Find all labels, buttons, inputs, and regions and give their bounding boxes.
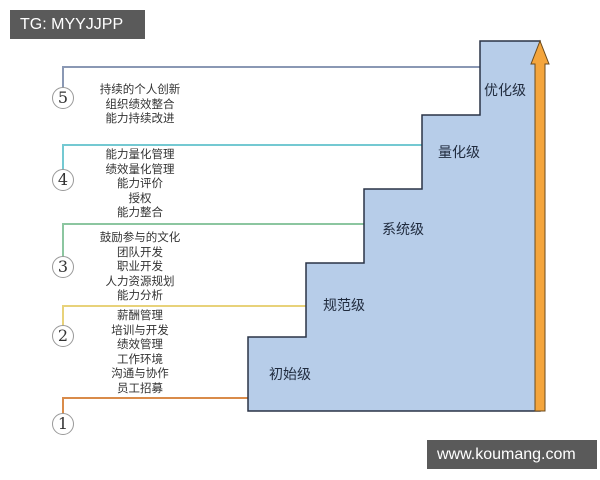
- connector-line-level1: [62, 397, 248, 414]
- list-item: 授权: [128, 190, 152, 205]
- list-item: 职业开发: [117, 259, 163, 273]
- level-label-2: 规范级: [323, 298, 365, 314]
- level5-item-list: 持续的个人创新 组织绩效整合 能力持续改进: [90, 82, 190, 126]
- list-item: 能力持续改进: [105, 111, 175, 125]
- list-item: 工作环境: [117, 351, 163, 366]
- list-item: 培训与开发: [111, 322, 169, 337]
- list-item: 人力资源规划: [105, 273, 175, 288]
- watermark-bottom-right: www.koumang.com: [427, 440, 597, 469]
- connector-line-level3: [62, 223, 364, 257]
- watermark-top-left: TG: MYYJJPP: [10, 10, 145, 39]
- list-item: 能力分析: [117, 288, 163, 302]
- list-item: 能力评价: [117, 176, 163, 190]
- level-number-3: 3: [52, 256, 74, 278]
- level3-item-list: 鼓励参与的文化 团队开发 职业开发 人力资源规划 能力分析: [90, 230, 190, 303]
- list-item: 鼓励参与的文化: [99, 230, 181, 244]
- level-number-5: 5: [52, 87, 74, 109]
- level-label-1: 初始级: [269, 367, 311, 383]
- list-item: 沟通与协作: [111, 366, 169, 380]
- list-item: 团队开发: [117, 244, 163, 259]
- connector-line-level5: [62, 66, 480, 88]
- level-number-4: 4: [52, 169, 74, 191]
- list-item: 能力整合: [117, 205, 163, 219]
- level-label-3: 系统级: [382, 222, 424, 238]
- level2-item-list: 薪酬管理 培训与开发 绩效管理 工作环境 沟通与协作 员工招募: [90, 308, 190, 395]
- level-label-4: 量化级: [438, 145, 480, 161]
- level4-item-list: 能力量化管理 绩效量化管理 能力评价 授权 能力整合: [90, 147, 190, 220]
- list-item: 绩效管理: [117, 337, 163, 351]
- level-number-2: 2: [52, 325, 74, 347]
- level-number-1: 1: [52, 413, 74, 435]
- connector-line-level2: [62, 305, 306, 326]
- list-item: 员工招募: [117, 380, 163, 395]
- list-item: 能力量化管理: [105, 147, 175, 161]
- level-label-5: 优化级: [484, 83, 526, 99]
- list-item: 薪酬管理: [117, 308, 163, 322]
- list-item: 组织绩效整合: [105, 96, 175, 111]
- connector-line-level4: [62, 144, 422, 170]
- progress-arrow-icon: [530, 39, 550, 412]
- list-item: 绩效量化管理: [105, 161, 175, 176]
- list-item: 持续的个人创新: [99, 82, 181, 96]
